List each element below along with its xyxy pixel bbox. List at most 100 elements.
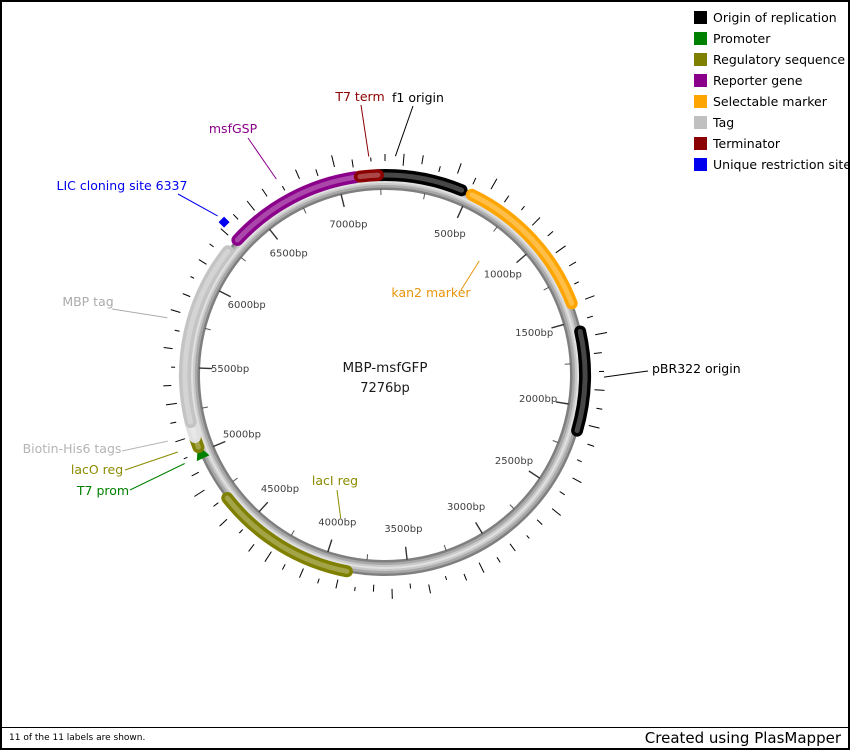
legend-label: Regulatory sequence (713, 52, 846, 67)
outer-tick (428, 584, 431, 594)
outer-tick (198, 259, 207, 265)
tick-label-6000: 6000bp (228, 300, 266, 311)
inner-minor-tick (204, 327, 211, 331)
outer-tick (209, 243, 214, 248)
outer-tick (593, 352, 602, 354)
outer-tick (402, 153, 405, 166)
tick-label-3500: 3500bp (384, 524, 422, 535)
legend-label: Origin of replication (713, 10, 837, 25)
outer-tick (220, 228, 229, 236)
outer-tick (281, 564, 286, 570)
inner-minor-tick (232, 477, 238, 483)
leader-laci-reg (336, 489, 342, 519)
legend-label: Terminator (713, 136, 781, 151)
feature-arc-highlight-laci-reg (224, 495, 350, 574)
outer-tick (183, 456, 188, 460)
outer-tick (163, 347, 173, 350)
outer-tick (174, 329, 180, 332)
legend-swatch-tag (694, 116, 707, 129)
inner-major-tick (555, 401, 569, 405)
legend-item-promoter: Promoter (694, 31, 848, 46)
inner-minor-tick (302, 207, 307, 214)
inner-major-tick (516, 253, 527, 264)
outer-tick (194, 489, 205, 497)
outer-tick (444, 575, 448, 581)
outer-tick (165, 402, 177, 406)
leader-lic-cloning-site-6337 (177, 193, 218, 217)
feature-label-laco-reg: lacO reg (71, 462, 123, 477)
outer-tick (299, 568, 304, 578)
inner-minor-tick (240, 257, 246, 262)
outer-tick (331, 155, 335, 168)
outer-tick (595, 332, 608, 336)
outer-tick (170, 421, 177, 424)
outer-tick (596, 407, 603, 410)
outer-tick (354, 586, 356, 591)
outer-tick (531, 217, 541, 226)
leader-pbr322-origin (603, 370, 649, 378)
legend-swatch-terminator (694, 137, 707, 150)
outer-tick (576, 459, 582, 463)
outer-tick (335, 579, 339, 589)
leader-biotin-his6-tags (121, 440, 168, 452)
inner-minor-tick (509, 504, 515, 510)
inner-minor-tick (366, 554, 369, 561)
outer-tick (175, 438, 186, 443)
legend-swatch-regulatory-sequence (694, 53, 707, 66)
inner-minor-tick (543, 286, 550, 291)
outer-tick (295, 169, 300, 180)
legend-label: Promoter (713, 31, 771, 46)
tick-label-3000: 3000bp (447, 502, 485, 513)
legend-swatch-origin-of-replication (694, 11, 707, 24)
feature-label-t7-term: T7 term (334, 89, 384, 104)
feature-label-t7-prom: T7 prom (76, 483, 129, 498)
inner-major-tick (340, 194, 345, 208)
tick-label-4500: 4500bp (261, 484, 299, 495)
outer-tick (572, 477, 582, 484)
outer-tick (315, 169, 319, 177)
feature-arc-highlight-mbp-tag (182, 248, 231, 425)
feature-arc-highlight-f1-origin (377, 172, 465, 193)
outer-tick (478, 562, 485, 573)
outer-tick (281, 185, 286, 191)
feature-arc-laci-reg (221, 492, 353, 578)
leader-f1-origin (394, 105, 414, 157)
inner-major-tick (268, 228, 279, 240)
outer-tick (170, 309, 181, 313)
outer-tick (232, 213, 239, 220)
leader-msfgsp (247, 137, 277, 180)
inner-minor-tick (290, 530, 295, 536)
outer-tick (574, 281, 580, 285)
legend-label: Tag (713, 115, 735, 130)
feature-arc-pbr322-origin (571, 325, 591, 437)
outer-tick (457, 163, 462, 174)
inner-major-tick (404, 546, 408, 560)
feature-arc-t7-term (353, 169, 384, 183)
footer: 11 of the 11 labels are shown. Created u… (2, 727, 848, 748)
inner-major-tick (551, 323, 565, 329)
feature-label-f1-origin: f1 origin (392, 90, 444, 105)
inner-minor-tick (493, 226, 498, 232)
outer-tick (594, 389, 605, 391)
plasmid-title: MBP-msfGFP (343, 360, 428, 376)
legend-item-selectable-marker: Selectable marker (694, 95, 848, 108)
inner-minor-tick (201, 406, 208, 409)
feature-label-mbp-tag: MBP tag (62, 294, 113, 309)
outer-tick (264, 551, 272, 562)
feature-arc-f1-origin (373, 169, 468, 197)
tick-label-2500: 2500bp (495, 456, 533, 467)
legend-swatch-promoter (694, 32, 707, 45)
outer-tick (238, 529, 244, 534)
plasmid-map: 500bp1000bp1500bp2000bp2500bp3000bp3500b… (23, 89, 741, 599)
leader-mbp-tag (111, 308, 168, 319)
outer-tick (438, 166, 441, 173)
outer-tick (587, 443, 595, 447)
leader-t7-term (360, 104, 370, 157)
inner-major-tick (213, 440, 226, 448)
tick-label-2000: 2000bp (519, 394, 557, 405)
outer-tick (586, 315, 594, 319)
legend-label: Unique restriction site (713, 157, 850, 172)
feature-label-msfgsp: msfGSP (209, 121, 258, 136)
